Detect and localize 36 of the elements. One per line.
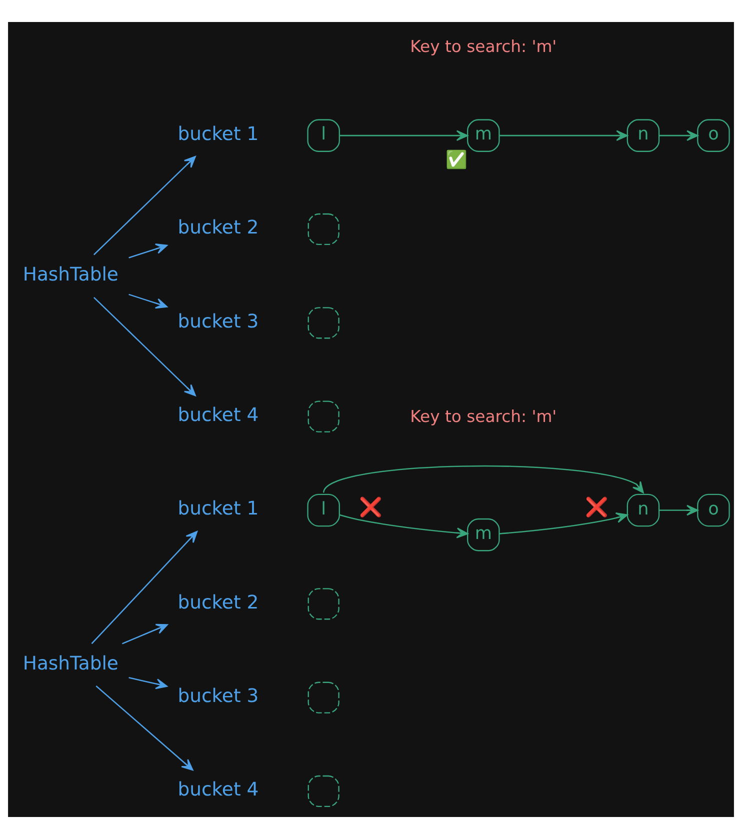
node-text: bucket 4 xyxy=(178,405,259,426)
node-text: bucket 1 xyxy=(178,498,259,520)
node-box xyxy=(308,588,340,620)
arrow xyxy=(93,156,196,256)
node-text: bucket 1 xyxy=(178,124,259,146)
node-box xyxy=(308,400,340,432)
node-box xyxy=(308,682,340,714)
arrow xyxy=(499,512,628,534)
arrow xyxy=(91,531,198,644)
arrow xyxy=(128,294,168,309)
arrow xyxy=(96,685,194,771)
node-text: HashTable xyxy=(22,264,118,286)
arrow xyxy=(128,244,168,258)
node-text: HashTable xyxy=(22,653,118,674)
arrow xyxy=(500,130,628,141)
arrow xyxy=(122,624,168,644)
node-text: bucket 4 xyxy=(178,780,259,801)
edge-label: ❌ xyxy=(584,498,608,519)
arrow xyxy=(323,466,644,494)
node-text: bucket 3 xyxy=(178,686,259,708)
node-text: bucket 2 xyxy=(178,218,259,239)
node-text: bucket 3 xyxy=(178,311,259,332)
node-text: bucket 2 xyxy=(178,592,259,614)
arrow xyxy=(339,514,468,538)
arrow xyxy=(93,296,196,396)
node-box xyxy=(308,213,340,246)
arrow xyxy=(128,677,168,690)
arrow xyxy=(659,504,698,516)
arrow xyxy=(659,130,698,141)
node-box xyxy=(308,307,340,339)
label: Key to search: 'm' xyxy=(410,37,557,56)
arrow xyxy=(340,130,468,141)
node-box xyxy=(308,775,340,808)
label: Key to search: 'm' xyxy=(410,407,557,426)
edge-label: ❌ xyxy=(358,498,382,519)
node-label: ✅ xyxy=(445,150,468,170)
